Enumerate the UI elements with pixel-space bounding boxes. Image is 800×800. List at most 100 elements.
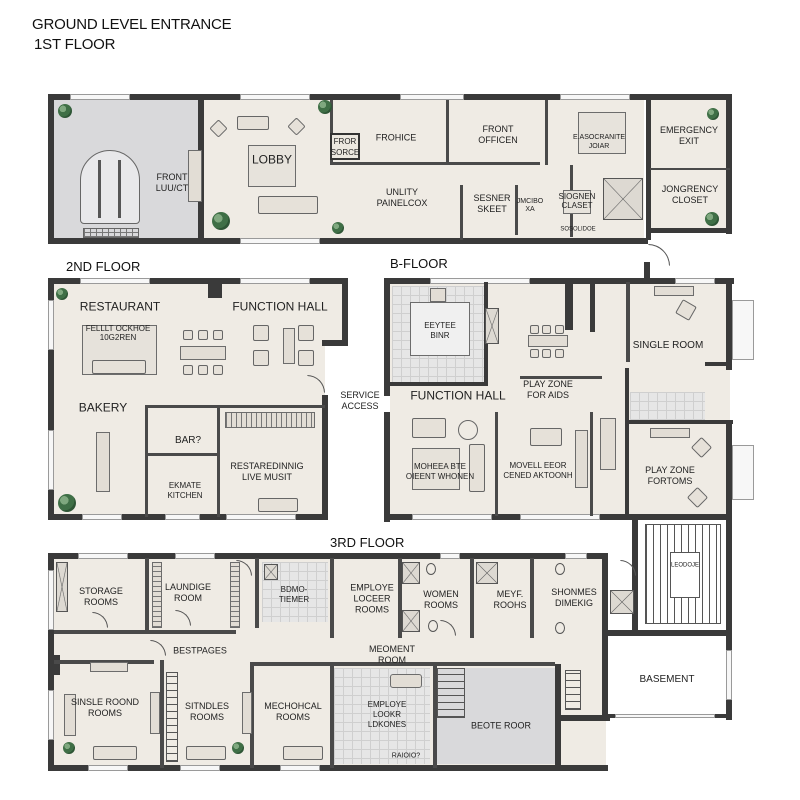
wall [626, 282, 630, 362]
window [48, 300, 54, 350]
room-label-bestpages: BESTPAGES [173, 645, 227, 656]
plant-icon [707, 108, 719, 120]
wall [398, 558, 402, 638]
revolving-door[interactable] [80, 150, 140, 224]
sofa [283, 746, 323, 760]
wall [520, 376, 602, 379]
room-label-beote-roor: BEOTE ROOR [470, 720, 532, 731]
locker-shelf [230, 562, 240, 628]
counter [90, 662, 128, 672]
window [88, 765, 128, 771]
sofa [469, 444, 485, 492]
basement-area [608, 634, 728, 716]
wall [384, 278, 390, 396]
wall [48, 278, 348, 284]
room-label-bedroom-timer: BDMO- TIEMER [278, 585, 310, 604]
plant-icon [705, 212, 719, 226]
wall [145, 558, 149, 634]
window [48, 430, 54, 490]
toilet [555, 622, 565, 634]
interior-stairs[interactable] [437, 668, 465, 718]
round-table [458, 420, 478, 440]
storage-shelf [56, 562, 68, 612]
wall [495, 412, 498, 516]
wall [322, 340, 348, 346]
room-label-movie-room: MOVELL EEOR CENED AKTOONH [503, 461, 573, 480]
elevator [610, 590, 634, 614]
armchair [253, 350, 269, 366]
plant-icon [232, 742, 244, 754]
window [48, 570, 54, 630]
wall [48, 94, 732, 100]
window [175, 553, 215, 559]
room-label-service-access: SERVICE ACCESS [340, 390, 380, 411]
plant-icon [58, 104, 72, 118]
plan-title: GROUND LEVEL ENTRANCE [32, 16, 232, 33]
chair [183, 365, 193, 375]
toilet [555, 563, 565, 575]
stair-landing [670, 552, 700, 598]
room-label-front-lobby: FRONT LUU/CT [155, 172, 189, 193]
armchair [253, 325, 269, 341]
chair [183, 330, 193, 340]
chair [530, 325, 539, 334]
floor-label-b: B-FLOOR [390, 256, 448, 271]
plant-icon [212, 212, 230, 230]
kitchen-island [410, 302, 470, 356]
wall [446, 100, 449, 162]
side-stairs[interactable] [565, 670, 581, 710]
wall [322, 395, 328, 520]
wall [330, 558, 334, 638]
wardrobe [150, 692, 160, 734]
wall [565, 282, 573, 330]
wardrobe [242, 692, 252, 734]
window [48, 690, 54, 740]
sofa [530, 428, 562, 446]
exchange-desk-box [578, 112, 626, 154]
chair [555, 349, 564, 358]
sofa [412, 418, 446, 438]
wall [384, 514, 634, 520]
wall [250, 662, 254, 768]
room-label-front-officen: FRONT OFFICEN [478, 124, 518, 145]
chair [198, 330, 208, 340]
shower [402, 562, 420, 584]
bathroom-tile [630, 392, 705, 420]
toilet [426, 563, 436, 575]
reception-desk [258, 196, 318, 214]
wall [460, 185, 463, 240]
floor-label-3rd: 3RD FLOOR [330, 535, 405, 550]
wall [48, 553, 608, 559]
wall [726, 94, 732, 234]
plant-icon [58, 494, 76, 512]
room-label-single-room: SINGLE ROOM [632, 340, 704, 351]
window [440, 553, 460, 559]
window [165, 514, 200, 520]
window [280, 765, 320, 771]
room-label-bar: BAR? [174, 435, 202, 446]
room-label-showers: SHONMES DIMEKIG [551, 587, 597, 608]
armchair [298, 350, 314, 366]
chair [530, 349, 539, 358]
locker-shelf [152, 562, 162, 628]
front-desk-panel [188, 150, 202, 202]
wall [330, 100, 333, 162]
wall [48, 94, 54, 244]
window [732, 445, 754, 500]
wall [388, 382, 486, 386]
wall [217, 405, 220, 517]
room-label-storage: STORAGE ROOMS [79, 586, 123, 607]
wall [384, 412, 390, 522]
room-label-emergency-exit: EMERGENCY EXIT [659, 125, 719, 146]
room-label-women-rooms: WOMEN ROOMS [423, 589, 459, 610]
room-label-singles-rooms: SITNDLES ROOMS [184, 701, 230, 722]
pantry [485, 308, 499, 344]
room-label-men-rooms: MEYF. ROOHS [493, 589, 527, 610]
shower [402, 610, 420, 632]
front-service-box [330, 133, 360, 160]
window [240, 278, 310, 284]
room-label-mechanical: MECHOHCAL ROOMS [264, 701, 322, 722]
wall [48, 765, 608, 771]
plant-icon [332, 222, 344, 234]
wall [470, 558, 474, 638]
